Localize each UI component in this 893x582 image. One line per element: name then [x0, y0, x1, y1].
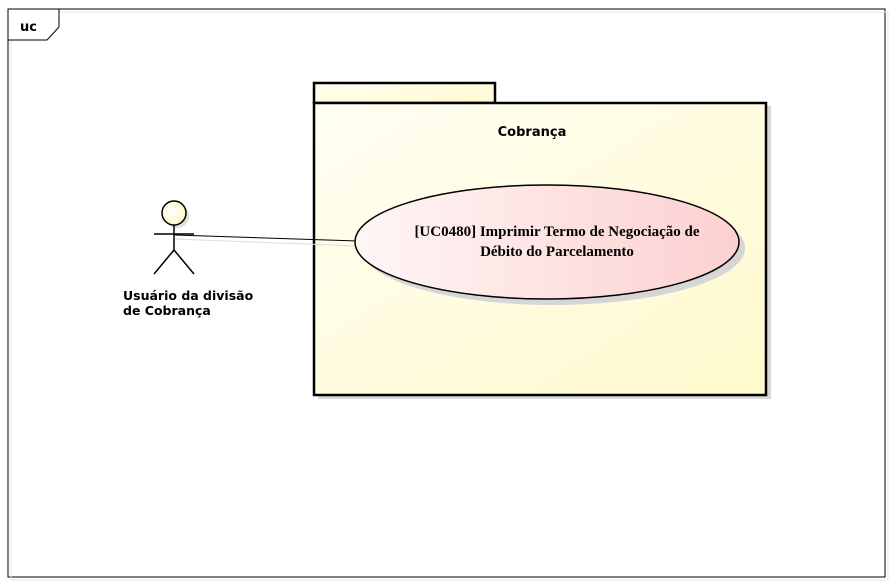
association-line-shadow — [174, 238, 357, 247]
actor-head — [161, 200, 187, 226]
diagram-frame-shadow — [10, 11, 889, 581]
use-case-ellipse[interactable] — [354, 184, 740, 300]
package-name: Cobrança — [498, 125, 567, 140]
frame-tag — [7, 8, 60, 41]
actor-figure[interactable] — [153, 200, 195, 275]
use-case-label-line1: [UC0480] Imprimir Termo de Negociação de — [414, 224, 699, 240]
actor-label-line1: Usuário da divisão — [123, 288, 254, 303]
actor-left-leg — [153, 249, 175, 275]
actor-label-line2: de Cobrança — [123, 303, 211, 318]
actor-right-leg — [173, 249, 195, 275]
use-case-label-line2: Débito do Parcelamento — [480, 244, 634, 260]
association-line[interactable] — [174, 234, 359, 242]
package-tab — [312, 81, 497, 105]
frame-tag-label: uc — [20, 20, 37, 35]
